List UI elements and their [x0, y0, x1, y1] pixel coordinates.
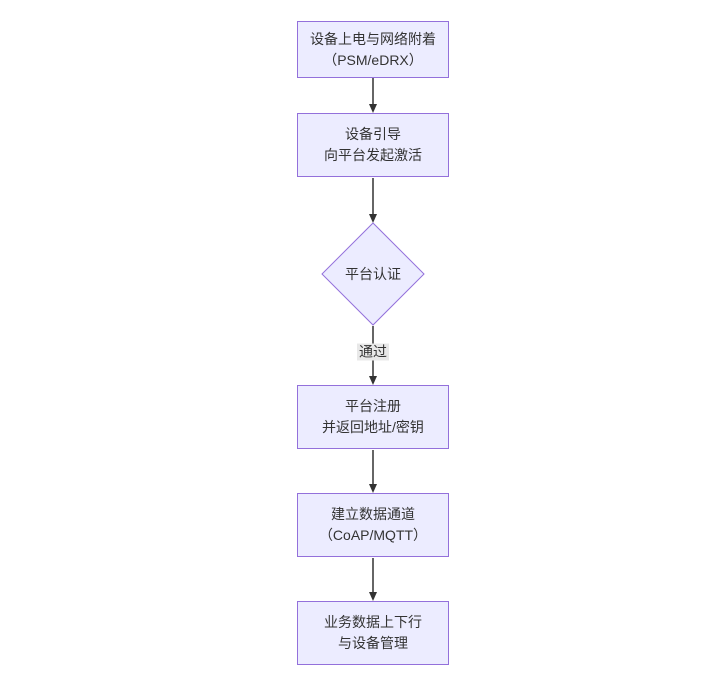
node-label-line: （CoAP/MQTT） — [318, 527, 428, 543]
process-node-data-channel: 建立数据通道 （CoAP/MQTT） — [297, 493, 449, 557]
decision-node-platform-auth-label: 平台认证 — [345, 266, 401, 282]
process-node-business-mgmt: 业务数据上下行 与设备管理 — [297, 601, 449, 665]
node-label-line: （PSM/eDRX） — [323, 51, 423, 68]
process-node-power-attach: 设备上电与网络附着 （PSM/eDRX） — [297, 21, 449, 78]
node-label-line: 设备上电与网络附着 — [310, 30, 436, 47]
node-label-line: 建立数据通道 — [331, 506, 415, 522]
node-label-line: 业务数据上下行 — [324, 614, 422, 630]
edge-label-pass: 通过 — [357, 343, 389, 361]
process-node-bootstrap: 设备引导 向平台发起激活 — [297, 113, 449, 177]
process-node-register: 平台注册 并返回地址/密钥 — [297, 385, 449, 449]
node-label-line: 平台注册 — [345, 398, 401, 414]
node-label-line: 与设备管理 — [338, 635, 408, 651]
node-label-line: 并返回地址/密钥 — [322, 419, 424, 435]
node-label-line: 设备引导 — [345, 126, 401, 142]
node-label-line: 向平台发起激活 — [324, 147, 422, 163]
